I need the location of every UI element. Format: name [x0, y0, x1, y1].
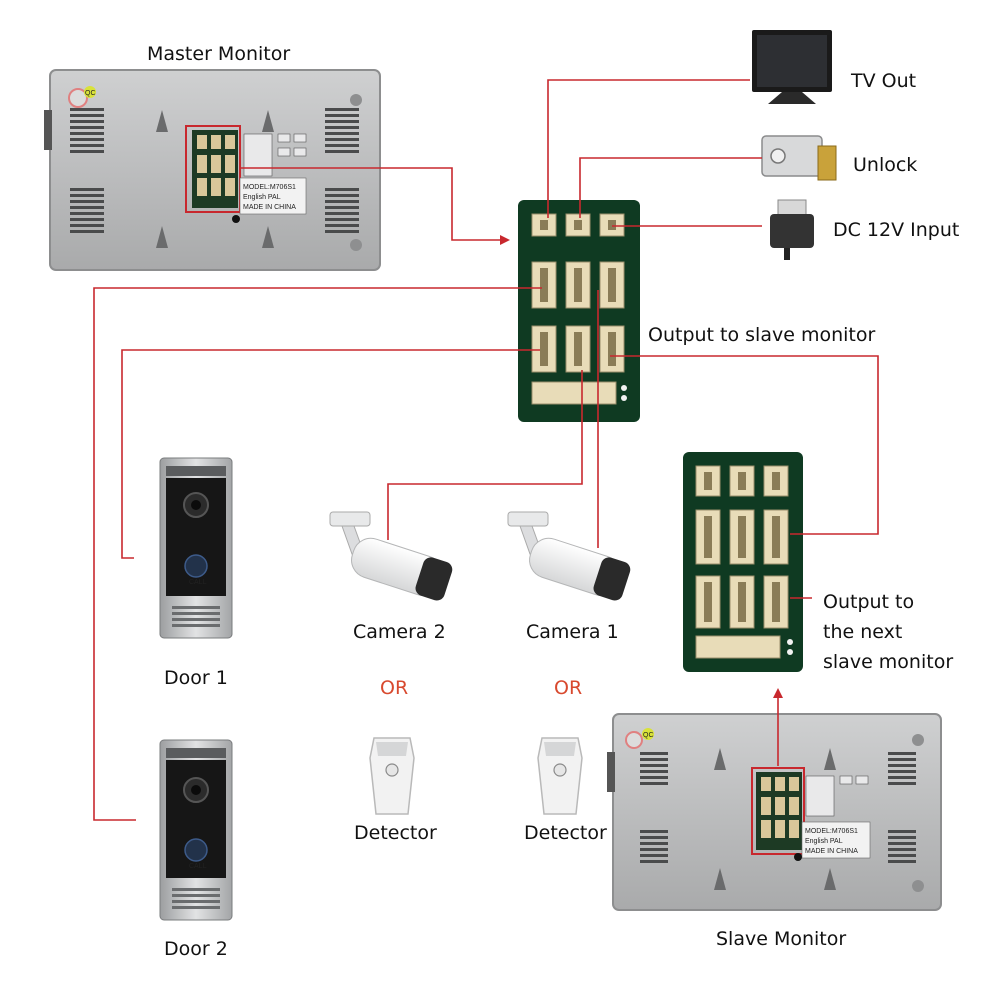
wire-door-1 — [121, 349, 540, 559]
detector-right-icon — [537, 737, 583, 815]
camera-2-icon — [329, 511, 453, 601]
camera-1-icon — [507, 511, 631, 601]
call-text: CALL — [189, 579, 207, 586]
origin-text: MADE IN CHINA — [243, 204, 296, 211]
door-station-2: CALL — [159, 739, 233, 921]
wiring — [93, 79, 879, 821]
origin-text: MADE IN CHINA — [805, 848, 858, 855]
output-next-label: Output to the next slave monitor — [823, 591, 953, 673]
or-label-left: OR — [380, 677, 408, 699]
speaker-grille-icon — [640, 752, 916, 863]
model-text: MODEL:M706S1 — [805, 828, 858, 835]
unlock-label: Unlock — [853, 154, 917, 176]
bell-icon — [184, 838, 208, 862]
slave-connector-board — [683, 452, 803, 672]
slave-monitor: QC — [607, 713, 942, 911]
detector-right-label: Detector — [524, 822, 607, 844]
tv-icon — [752, 30, 832, 104]
wire-camera-2 — [387, 370, 583, 540]
language-text: English PAL — [805, 838, 843, 845]
detector-left-label: Detector — [354, 822, 437, 844]
qc-badge: QC — [643, 732, 654, 739]
camera-1-label: Camera 1 — [526, 621, 619, 643]
qc-sticker-icon — [68, 88, 88, 108]
wire-unlock — [579, 157, 762, 218]
mount-hook-icon — [156, 110, 274, 248]
or-label-right: OR — [554, 677, 582, 699]
power-adapter-icon — [770, 199, 814, 260]
dc-input-label: DC 12V Input — [833, 219, 959, 241]
wire-tv-out — [547, 79, 750, 218]
master-monitor-label: Master Monitor — [147, 43, 290, 65]
output-next-line-2: the next — [823, 621, 902, 643]
wire-master-to-board — [240, 167, 510, 245]
wire-door-2 — [93, 287, 542, 821]
lock-icon — [761, 135, 837, 181]
output-next-line-1: Output to — [823, 591, 914, 613]
language-text: English PAL — [243, 194, 281, 201]
mount-hook-icon — [714, 748, 836, 890]
qc-sticker-icon — [625, 731, 643, 749]
model-text: MODEL:M706S1 — [243, 184, 296, 191]
tv-out-label: TV Out — [850, 70, 916, 92]
qc-badge: QC — [85, 90, 96, 97]
detector-left-icon — [369, 737, 415, 815]
door-1-label: Door 1 — [164, 667, 228, 689]
slave-monitor-label: Slave Monitor — [716, 928, 846, 950]
output-slave-label: Output to slave monitor — [648, 324, 875, 346]
output-next-line-3: slave monitor — [823, 651, 953, 673]
bell-icon — [184, 554, 208, 578]
call-text: CALL — [189, 863, 207, 870]
wire-output-slave — [610, 355, 879, 535]
master-monitor: QC — [44, 69, 381, 271]
door-2-label: Door 2 — [164, 938, 228, 960]
door-station-1: CALL — [159, 457, 233, 639]
connector-board — [518, 200, 640, 422]
camera-2-label: Camera 2 — [353, 621, 446, 643]
speaker-grille-icon — [70, 108, 359, 233]
